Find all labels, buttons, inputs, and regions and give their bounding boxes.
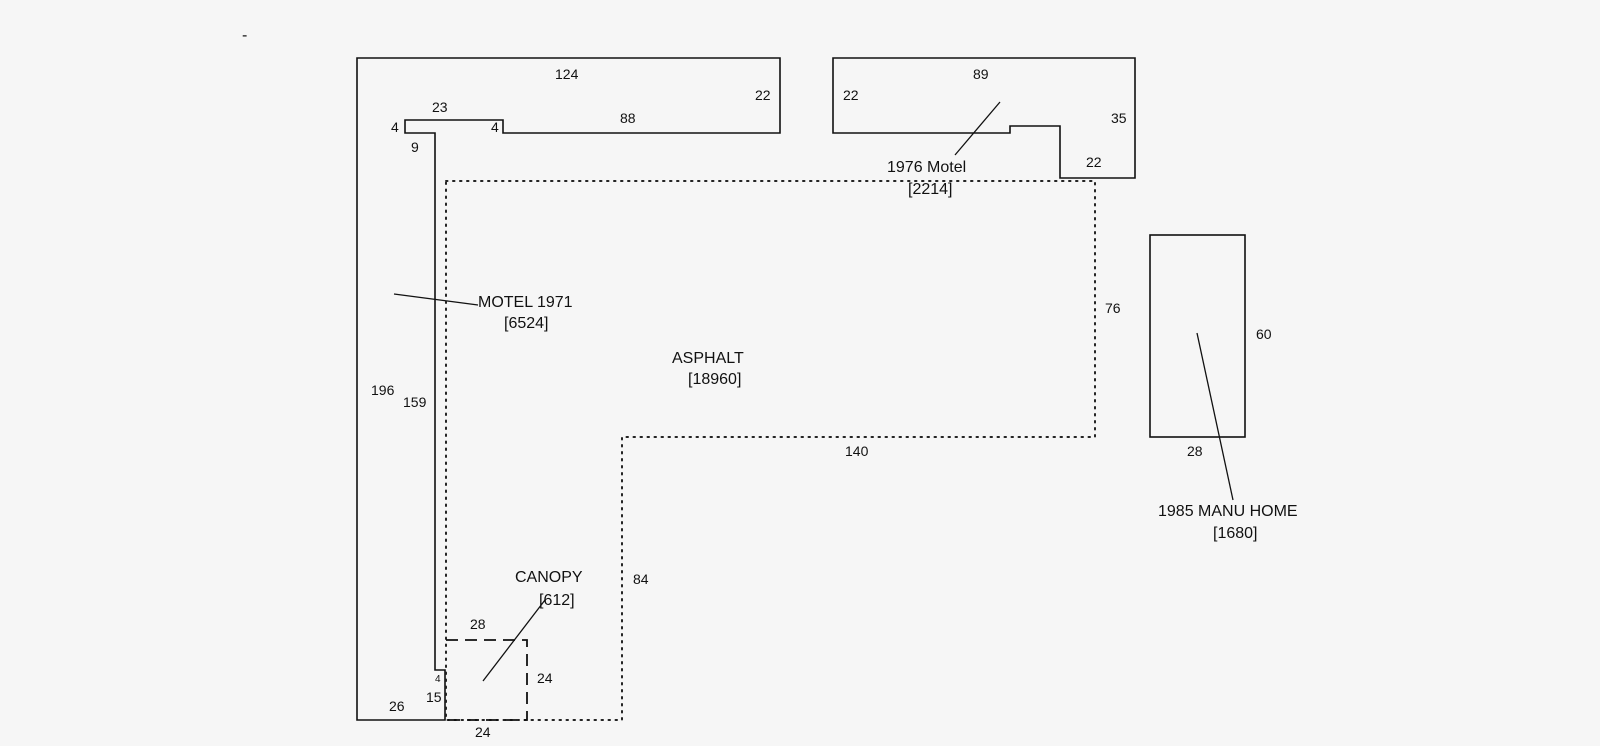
motel-1971-outline	[356, 57, 781, 721]
manu-home-area: [1680]	[1213, 525, 1257, 542]
motel-1971-dim-notch-right: 4	[491, 119, 499, 135]
canopy-dim-bottom: 24	[475, 724, 491, 740]
manu-home-dim-bottom: 28	[1187, 443, 1203, 459]
motel-1976-dim-right: 35	[1111, 110, 1127, 126]
motel-1976-outline	[832, 57, 1136, 179]
canopy-dim-top: 28	[470, 616, 486, 632]
motel-1971-dim-inner-notch: 9	[411, 139, 419, 155]
canopy-leader	[482, 599, 546, 682]
manu-home-dim-right: 60	[1256, 326, 1272, 342]
motel-1971-dim-notch-top: 23	[432, 99, 448, 115]
motel-1971-label: MOTEL 1971	[478, 294, 573, 311]
motel-1971-area: [6524]	[504, 315, 548, 332]
motel-1971-dim-notch-left: 4	[391, 119, 399, 135]
asphalt-label: ASPHALT	[672, 350, 744, 367]
motel-1971-dim-bottom-notch: 4	[435, 674, 441, 685]
canopy-dim-right: 24	[537, 670, 553, 686]
motel-1971-dim-right-wing: 22	[755, 87, 771, 103]
motel-1971-dim-inner-top: 88	[620, 110, 636, 126]
motel-1976-dim-left: 22	[843, 87, 859, 103]
motel-1976-area: [2214]	[908, 181, 952, 198]
motel-1971-dim-bottom: 26	[389, 698, 405, 714]
motel-1976-dim-bottom: 22	[1086, 154, 1102, 170]
motel-1971-dim-bottom-step: 15	[426, 689, 442, 705]
motel-1971-dim-top: 124	[555, 66, 579, 82]
manu-home-leader	[1196, 332, 1234, 501]
motel-1971-dim-left: 196	[371, 382, 395, 398]
motel-1971-dim-inner-left: 159	[403, 394, 427, 410]
canopy-outline	[446, 639, 528, 721]
canopy-area: [612]	[539, 592, 575, 609]
motel-1976-dim-top: 89	[973, 66, 989, 82]
manu-home-outline	[1149, 234, 1246, 438]
corner-mark: -	[242, 27, 247, 44]
asphalt-outline	[445, 180, 1096, 721]
asphalt-dim-step: 140	[845, 443, 869, 459]
canopy-label: CANOPY	[515, 569, 583, 586]
motel-1976-label: 1976 Motel	[887, 159, 966, 176]
asphalt-dim-right: 76	[1105, 300, 1121, 316]
manu-home-label: 1985 MANU HOME	[1158, 503, 1298, 520]
motel-1971-leader	[393, 293, 479, 306]
asphalt-dim-left-lower: 84	[633, 571, 649, 587]
motel-1976-leader	[954, 101, 1001, 156]
asphalt-area: [18960]	[688, 371, 741, 388]
